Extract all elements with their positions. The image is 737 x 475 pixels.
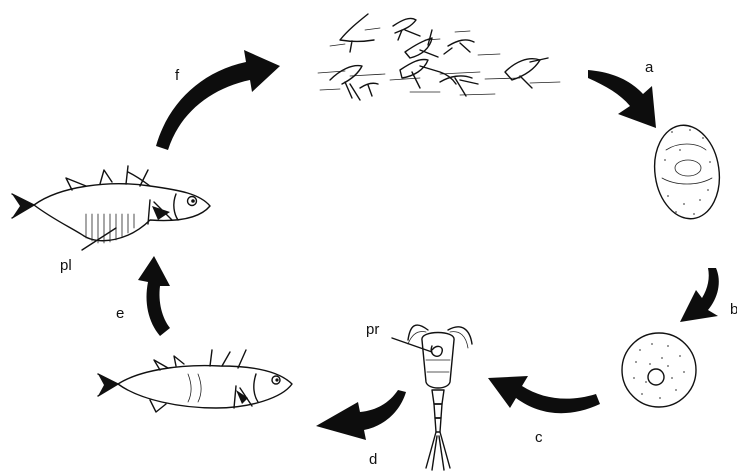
- coracidium-icon: [622, 333, 696, 407]
- label-a: a: [645, 59, 654, 76]
- infected-fish-icon: [12, 166, 210, 250]
- arrow-d: [316, 390, 406, 440]
- arrow-b: [680, 268, 719, 322]
- egg-icon: [649, 121, 725, 223]
- label-e: e: [116, 305, 124, 322]
- seabird-flock-icon: [318, 14, 560, 100]
- label-d: d: [369, 451, 377, 468]
- arrow-e: [138, 256, 170, 336]
- arrow-a: [588, 70, 656, 128]
- label-c: c: [535, 429, 543, 446]
- arrow-c: [488, 376, 600, 413]
- label-f: f: [175, 67, 180, 84]
- label-pl: pl: [60, 257, 72, 274]
- label-pr: pr: [366, 321, 379, 338]
- arrow-f: [156, 50, 280, 150]
- label-b: b: [730, 301, 737, 318]
- stickleback-fish-icon: [98, 350, 292, 412]
